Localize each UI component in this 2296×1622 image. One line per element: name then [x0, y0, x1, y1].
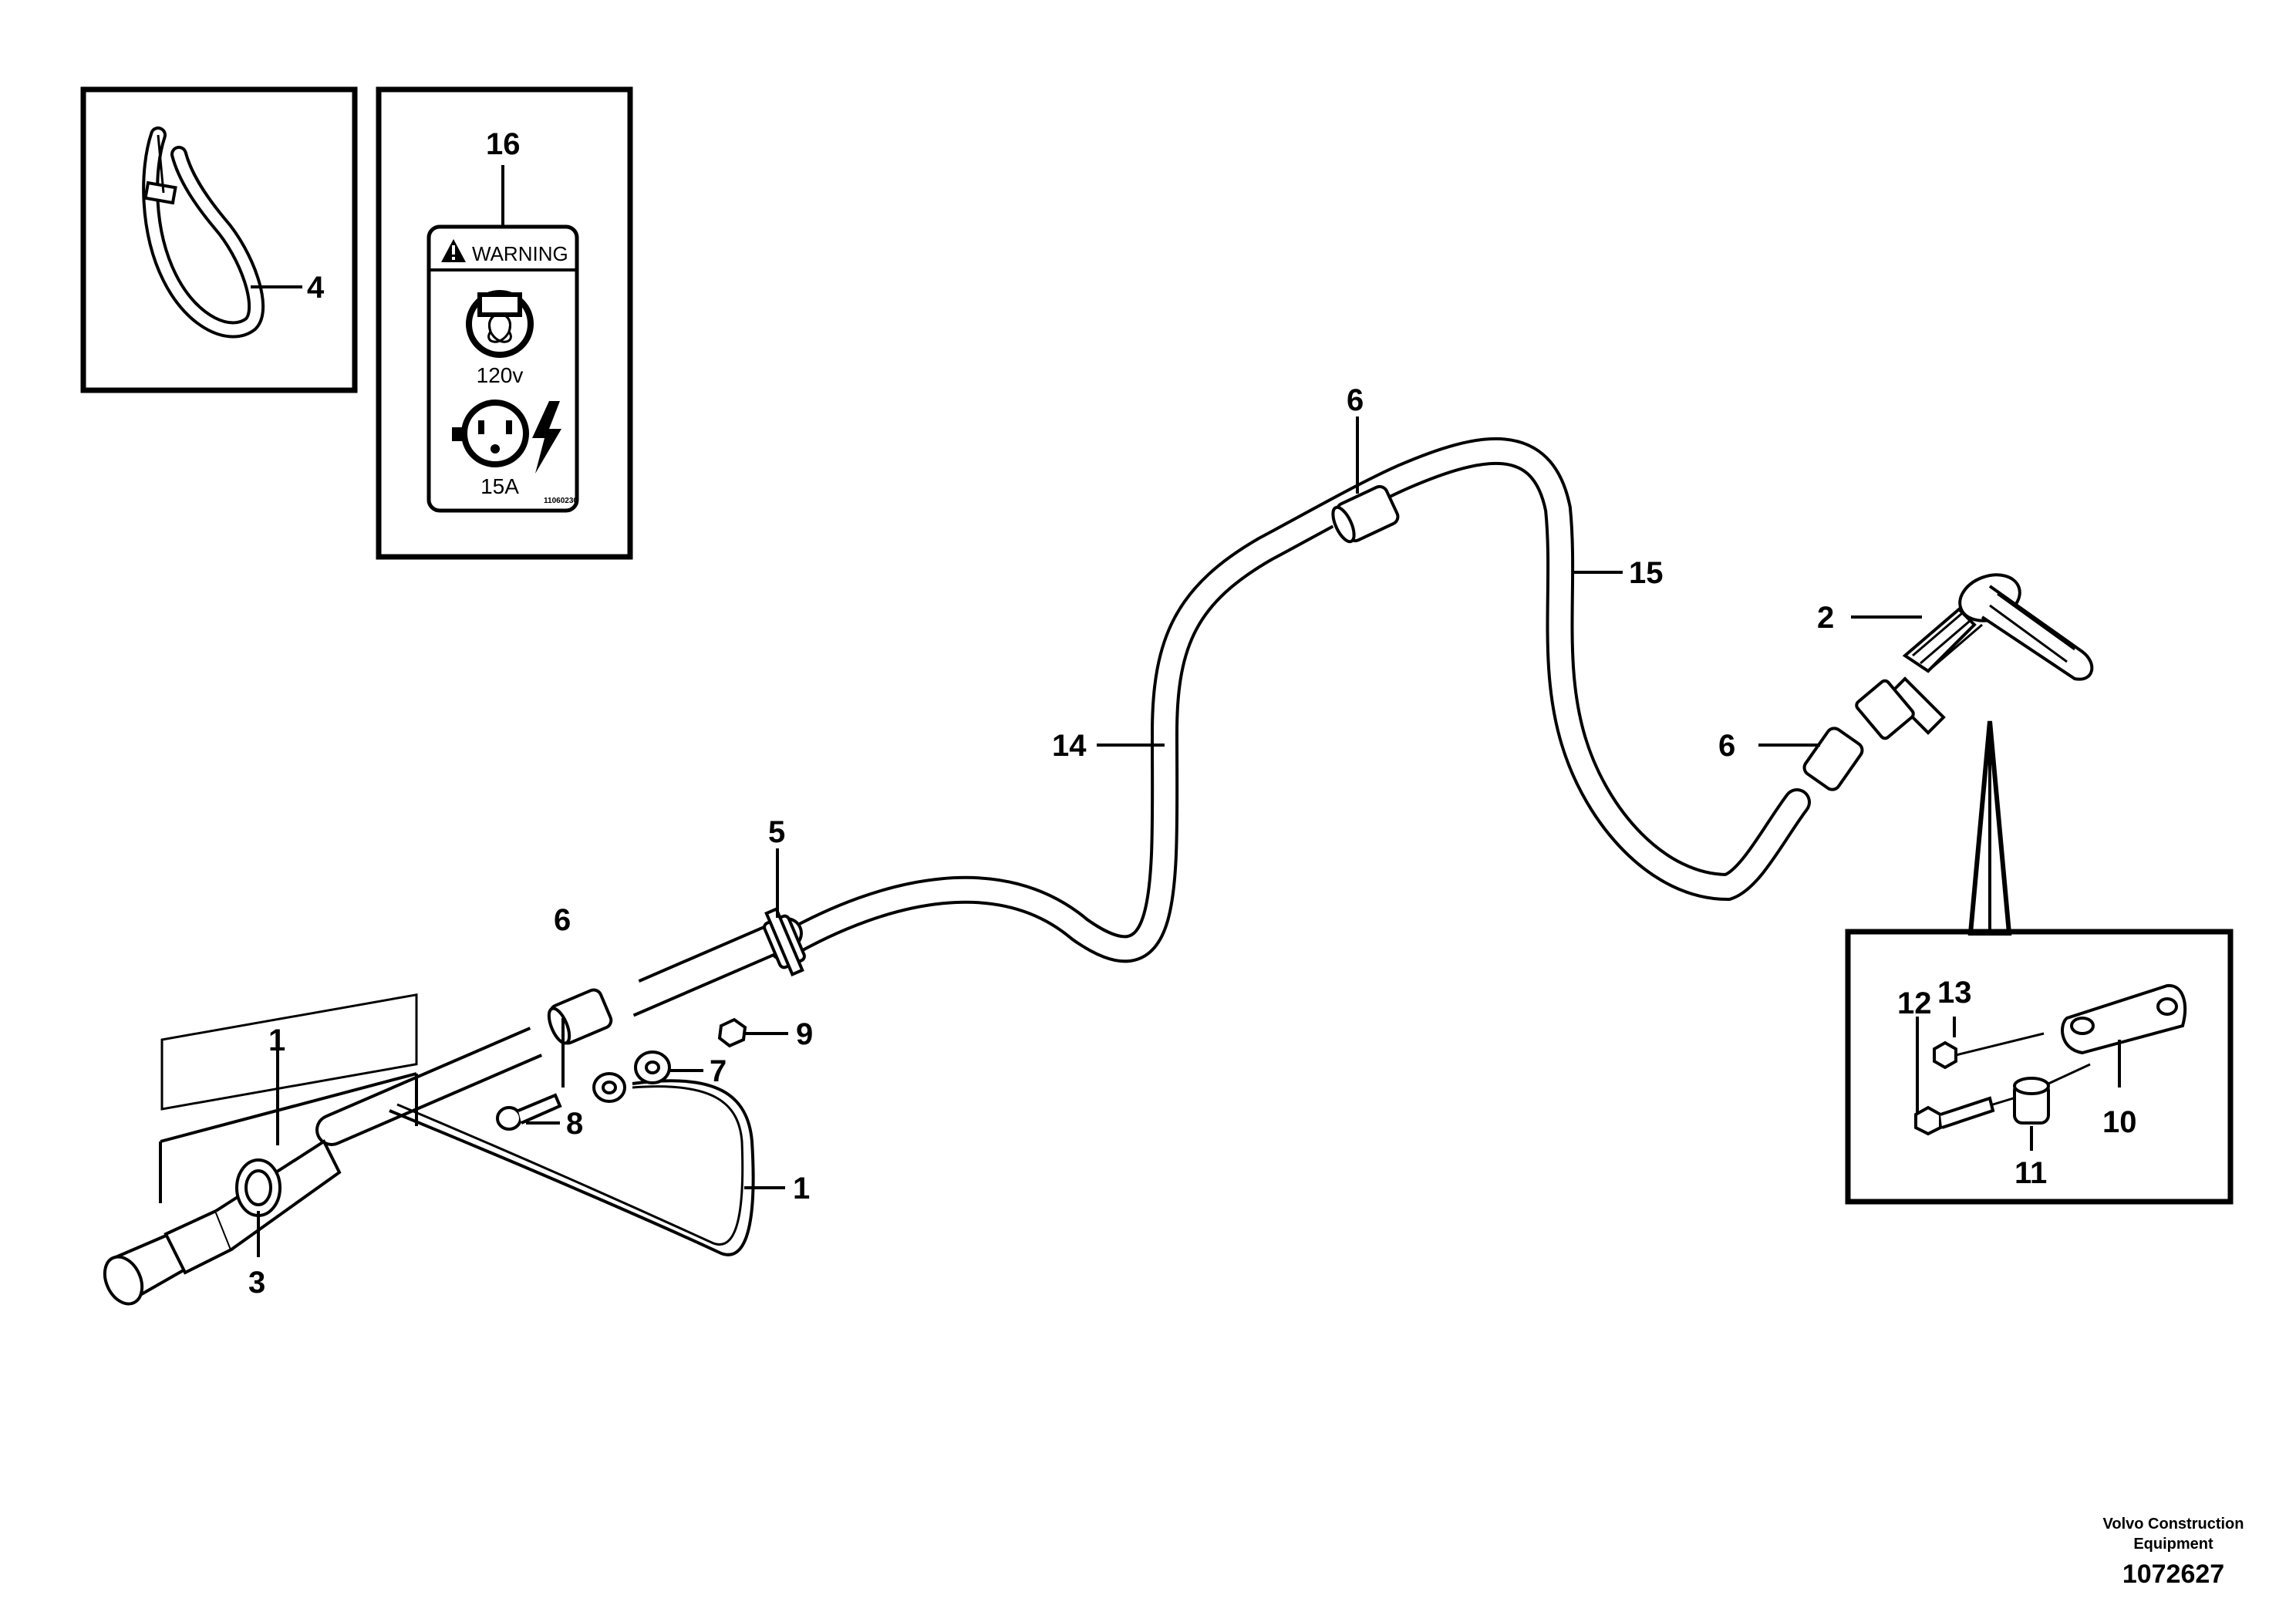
callout-1-top: 1 [268, 1023, 285, 1057]
callout-labels: 1 1 2 3 5 6 6 6 7 8 9 10 11 12 13 14 15 [248, 383, 2137, 1300]
bracket-plate [2061, 983, 2187, 1055]
callout-4: 4 [307, 271, 325, 305]
cable-tie-inset: 4 [80, 86, 358, 393]
callout-8: 8 [566, 1107, 583, 1141]
callout-6-right: 6 [1718, 729, 1735, 763]
sleeve-6-left [547, 988, 613, 1045]
ground-strap [389, 1072, 755, 1256]
bolt-12 [1914, 1088, 2045, 1136]
callout-10: 10 [2102, 1105, 2137, 1139]
leader-lines [257, 416, 2121, 1257]
callout-13: 13 [1937, 976, 1972, 1010]
warning-decal-inset: 16 WARNING 120v [376, 86, 633, 560]
lamp-icon [466, 290, 534, 358]
footer-company-line1: Volvo Construction [2103, 1516, 2244, 1533]
callout-6-left: 6 [554, 903, 571, 937]
footer-drawing-id: 1072627 [2122, 1560, 2224, 1589]
washer [634, 1050, 671, 1084]
footer-company-line2: Equipment [2133, 1536, 2213, 1553]
screw [496, 1093, 562, 1131]
decal-voltage: 120v [477, 363, 524, 387]
bolt-13 [1933, 1032, 2045, 1070]
callout-11: 11 [2014, 1156, 2047, 1190]
spacer-11 [2013, 1077, 2050, 1125]
callout-5: 5 [768, 815, 785, 849]
callout-9: 9 [796, 1017, 813, 1051]
decal-code: 11060230 [544, 497, 578, 505]
callout-6-top: 6 [1347, 383, 1364, 417]
callout-1-strap: 1 [793, 1172, 810, 1206]
callout-14: 14 [1052, 729, 1087, 763]
decal-warning-text: WARNING [472, 242, 568, 265]
cable-assembly [103, 437, 2094, 1306]
footer: Volvo Construction Equipment 1072627 [2103, 1516, 2244, 1589]
warning-triangle-icon [441, 239, 466, 262]
callout-2: 2 [1817, 601, 1834, 635]
lightning-bolt-icon [532, 401, 561, 474]
cable-tie-icon [142, 126, 265, 339]
callout-16: 16 [486, 127, 521, 161]
sleeve-6-right [1802, 727, 1864, 791]
bracket-inset [1845, 720, 2234, 1205]
plug-connector [103, 993, 418, 1306]
sleeve-6-top [1331, 484, 1400, 544]
grommet [235, 1158, 282, 1217]
callout-7: 7 [710, 1054, 727, 1088]
callout-12: 12 [1897, 986, 1932, 1020]
callout-15: 15 [1629, 556, 1664, 590]
cable-clamp [763, 907, 806, 976]
block-heater [1855, 573, 2094, 740]
nut [717, 1017, 747, 1048]
decal-amperage: 15A [480, 474, 519, 498]
outlet-icon [452, 400, 529, 467]
callout-3: 3 [248, 1266, 265, 1300]
warning-decal: WARNING 120v 15A 11060230 [426, 224, 579, 513]
